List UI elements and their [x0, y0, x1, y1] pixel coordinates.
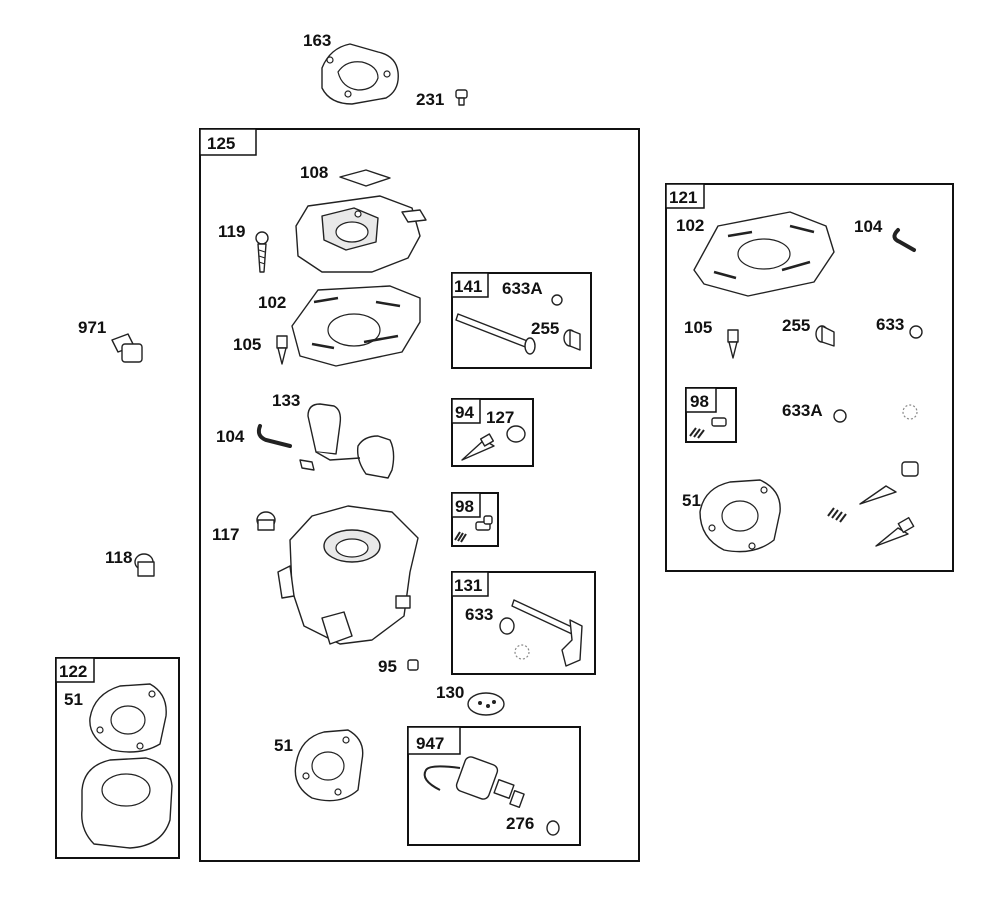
callout-105-kit121: 105: [684, 318, 712, 337]
gasket-51-kit122: [89, 683, 167, 753]
carburetor-upper-body: [295, 195, 427, 273]
kit-label-98-kit121: 98: [690, 392, 709, 411]
fitting-118: [134, 553, 155, 577]
kit-label-125: 125: [207, 134, 235, 153]
fitting-117: [256, 511, 276, 531]
clip-kit121: [902, 404, 918, 420]
gasket-51-kit125: [294, 729, 364, 802]
callout-51-kit122: 51: [64, 690, 83, 709]
needle-kit121-b: [875, 516, 915, 547]
callout-95: 95: [378, 657, 397, 676]
spacer-kit122: [81, 757, 173, 849]
clip-kit131: [514, 644, 530, 660]
callout-51-kit121: 51: [682, 491, 701, 510]
callout-255-kit121: 255: [782, 316, 810, 335]
callout-633-kit121: 633: [876, 315, 904, 334]
solenoid-947: [423, 756, 525, 808]
callout-633A-kit121: 633A: [782, 401, 823, 420]
kit-121-frame: [665, 183, 954, 572]
choke-shaft-131: [511, 599, 583, 667]
kit-label-94: 94: [455, 403, 474, 422]
kit-label-122: 122: [59, 662, 87, 681]
callout-633A: 633A: [502, 279, 543, 298]
float-133: [299, 403, 395, 479]
spring-kit121: [827, 507, 847, 523]
seal-633-kit121: [909, 325, 923, 339]
spring-98-kit125: [454, 515, 493, 543]
callout-104: 104: [216, 427, 245, 446]
disc-130: [467, 692, 505, 716]
gasket-163: [321, 43, 399, 105]
kit-98-tag: [451, 492, 481, 518]
callout-163: 163: [303, 31, 331, 50]
kit-94-frame: [451, 398, 534, 467]
callout-51: 51: [274, 736, 293, 755]
plate-102-kit121: [693, 211, 835, 297]
callout-104-kit121: 104: [854, 217, 883, 236]
carburetor-main-body: [277, 505, 419, 645]
callout-102-kit121: 102: [676, 216, 704, 235]
kit-94-tag: [451, 398, 481, 424]
washer-276: [546, 820, 560, 836]
kit-125-tag: [199, 128, 257, 156]
kit-label-141: 141: [454, 277, 482, 296]
callout-127: 127: [486, 408, 514, 427]
callout-118: 118: [105, 548, 132, 567]
needle-94: [461, 433, 495, 461]
callout-133: 133: [272, 391, 300, 410]
callout-971: 971: [78, 318, 106, 337]
kit-141-frame: [451, 272, 592, 369]
kit-131-tag: [451, 571, 489, 597]
oring-127: [506, 425, 526, 443]
kit-122-frame: [55, 657, 180, 859]
seal-633-kit131: [499, 617, 515, 635]
bushing-255-kit141: [563, 329, 581, 351]
callout-255: 255: [531, 319, 559, 338]
screw-119: [255, 231, 269, 273]
kit-122-tag: [55, 657, 95, 683]
seal-633A-kit141: [551, 294, 563, 306]
callout-102: 102: [258, 293, 286, 312]
needle-105-kit125: [276, 335, 288, 365]
callout-633: 633: [465, 605, 493, 624]
callout-276: 276: [506, 814, 534, 833]
kit-947-frame: [407, 726, 581, 846]
seal-633A-kit121: [833, 409, 847, 423]
throttle-shaft-141: [455, 313, 536, 355]
callout-117: 117: [212, 525, 239, 544]
callout-105: 105: [233, 335, 261, 354]
kit-label-131: 131: [454, 576, 482, 595]
bushing-255-kit121: [815, 325, 835, 347]
kit-98b-tag: [685, 387, 717, 413]
clip-104-kit121: [892, 228, 916, 252]
screw-231: [455, 89, 468, 106]
kit-label-121: 121: [669, 188, 697, 207]
screw-95: [407, 659, 419, 671]
kit-947-tag: [407, 726, 461, 755]
bolt-971: [111, 333, 143, 363]
clip-104-kit125: [256, 424, 292, 448]
callout-108: 108: [300, 163, 328, 182]
callout-119: 119: [218, 222, 245, 241]
kit-121-tag: [665, 183, 705, 209]
callout-231: 231: [416, 90, 444, 109]
plate-102-kit125: [291, 285, 421, 367]
kit-125-frame: [199, 128, 640, 862]
needle-105-kit121: [727, 329, 739, 359]
callout-130: 130: [436, 683, 464, 702]
kit-131-frame: [451, 571, 596, 675]
needle-kit121-a: [859, 461, 919, 505]
kit-label-98: 98: [455, 497, 474, 516]
kit-141-tag: [451, 272, 489, 298]
spring-98-kit121: [689, 417, 727, 439]
kit-label-947: 947: [416, 734, 444, 753]
gasket-51-kit121: [699, 479, 781, 553]
gasket-108: [339, 169, 391, 187]
